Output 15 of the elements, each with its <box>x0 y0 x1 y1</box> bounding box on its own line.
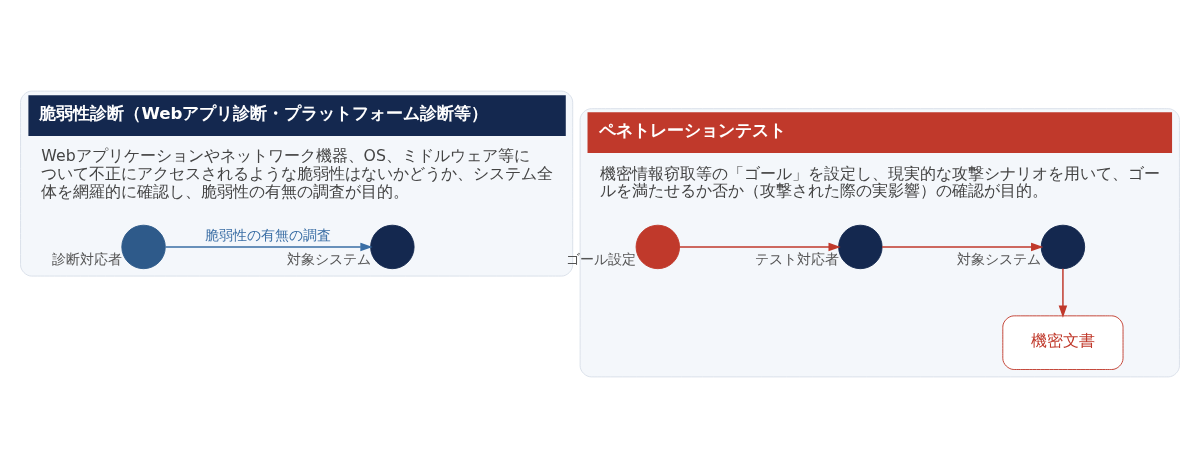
arrow <box>881 242 1044 252</box>
node-label: 対象システム <box>286 251 371 268</box>
node-circle <box>838 224 883 270</box>
node-label: 対象システム <box>957 251 1042 268</box>
node-box: 機密文書 <box>1002 315 1124 370</box>
edge-label: 脆弱性の有無の調査 <box>204 226 331 243</box>
arrow <box>164 242 373 252</box>
node-circle <box>635 224 680 270</box>
arrow <box>678 242 841 252</box>
node-label: テスト対応者 <box>754 251 839 268</box>
node-circle <box>370 224 415 270</box>
node-circle <box>1040 224 1086 270</box>
node-circle <box>121 224 166 270</box>
arrow <box>1058 267 1068 318</box>
node-label: 診断対応者 <box>51 251 122 268</box>
